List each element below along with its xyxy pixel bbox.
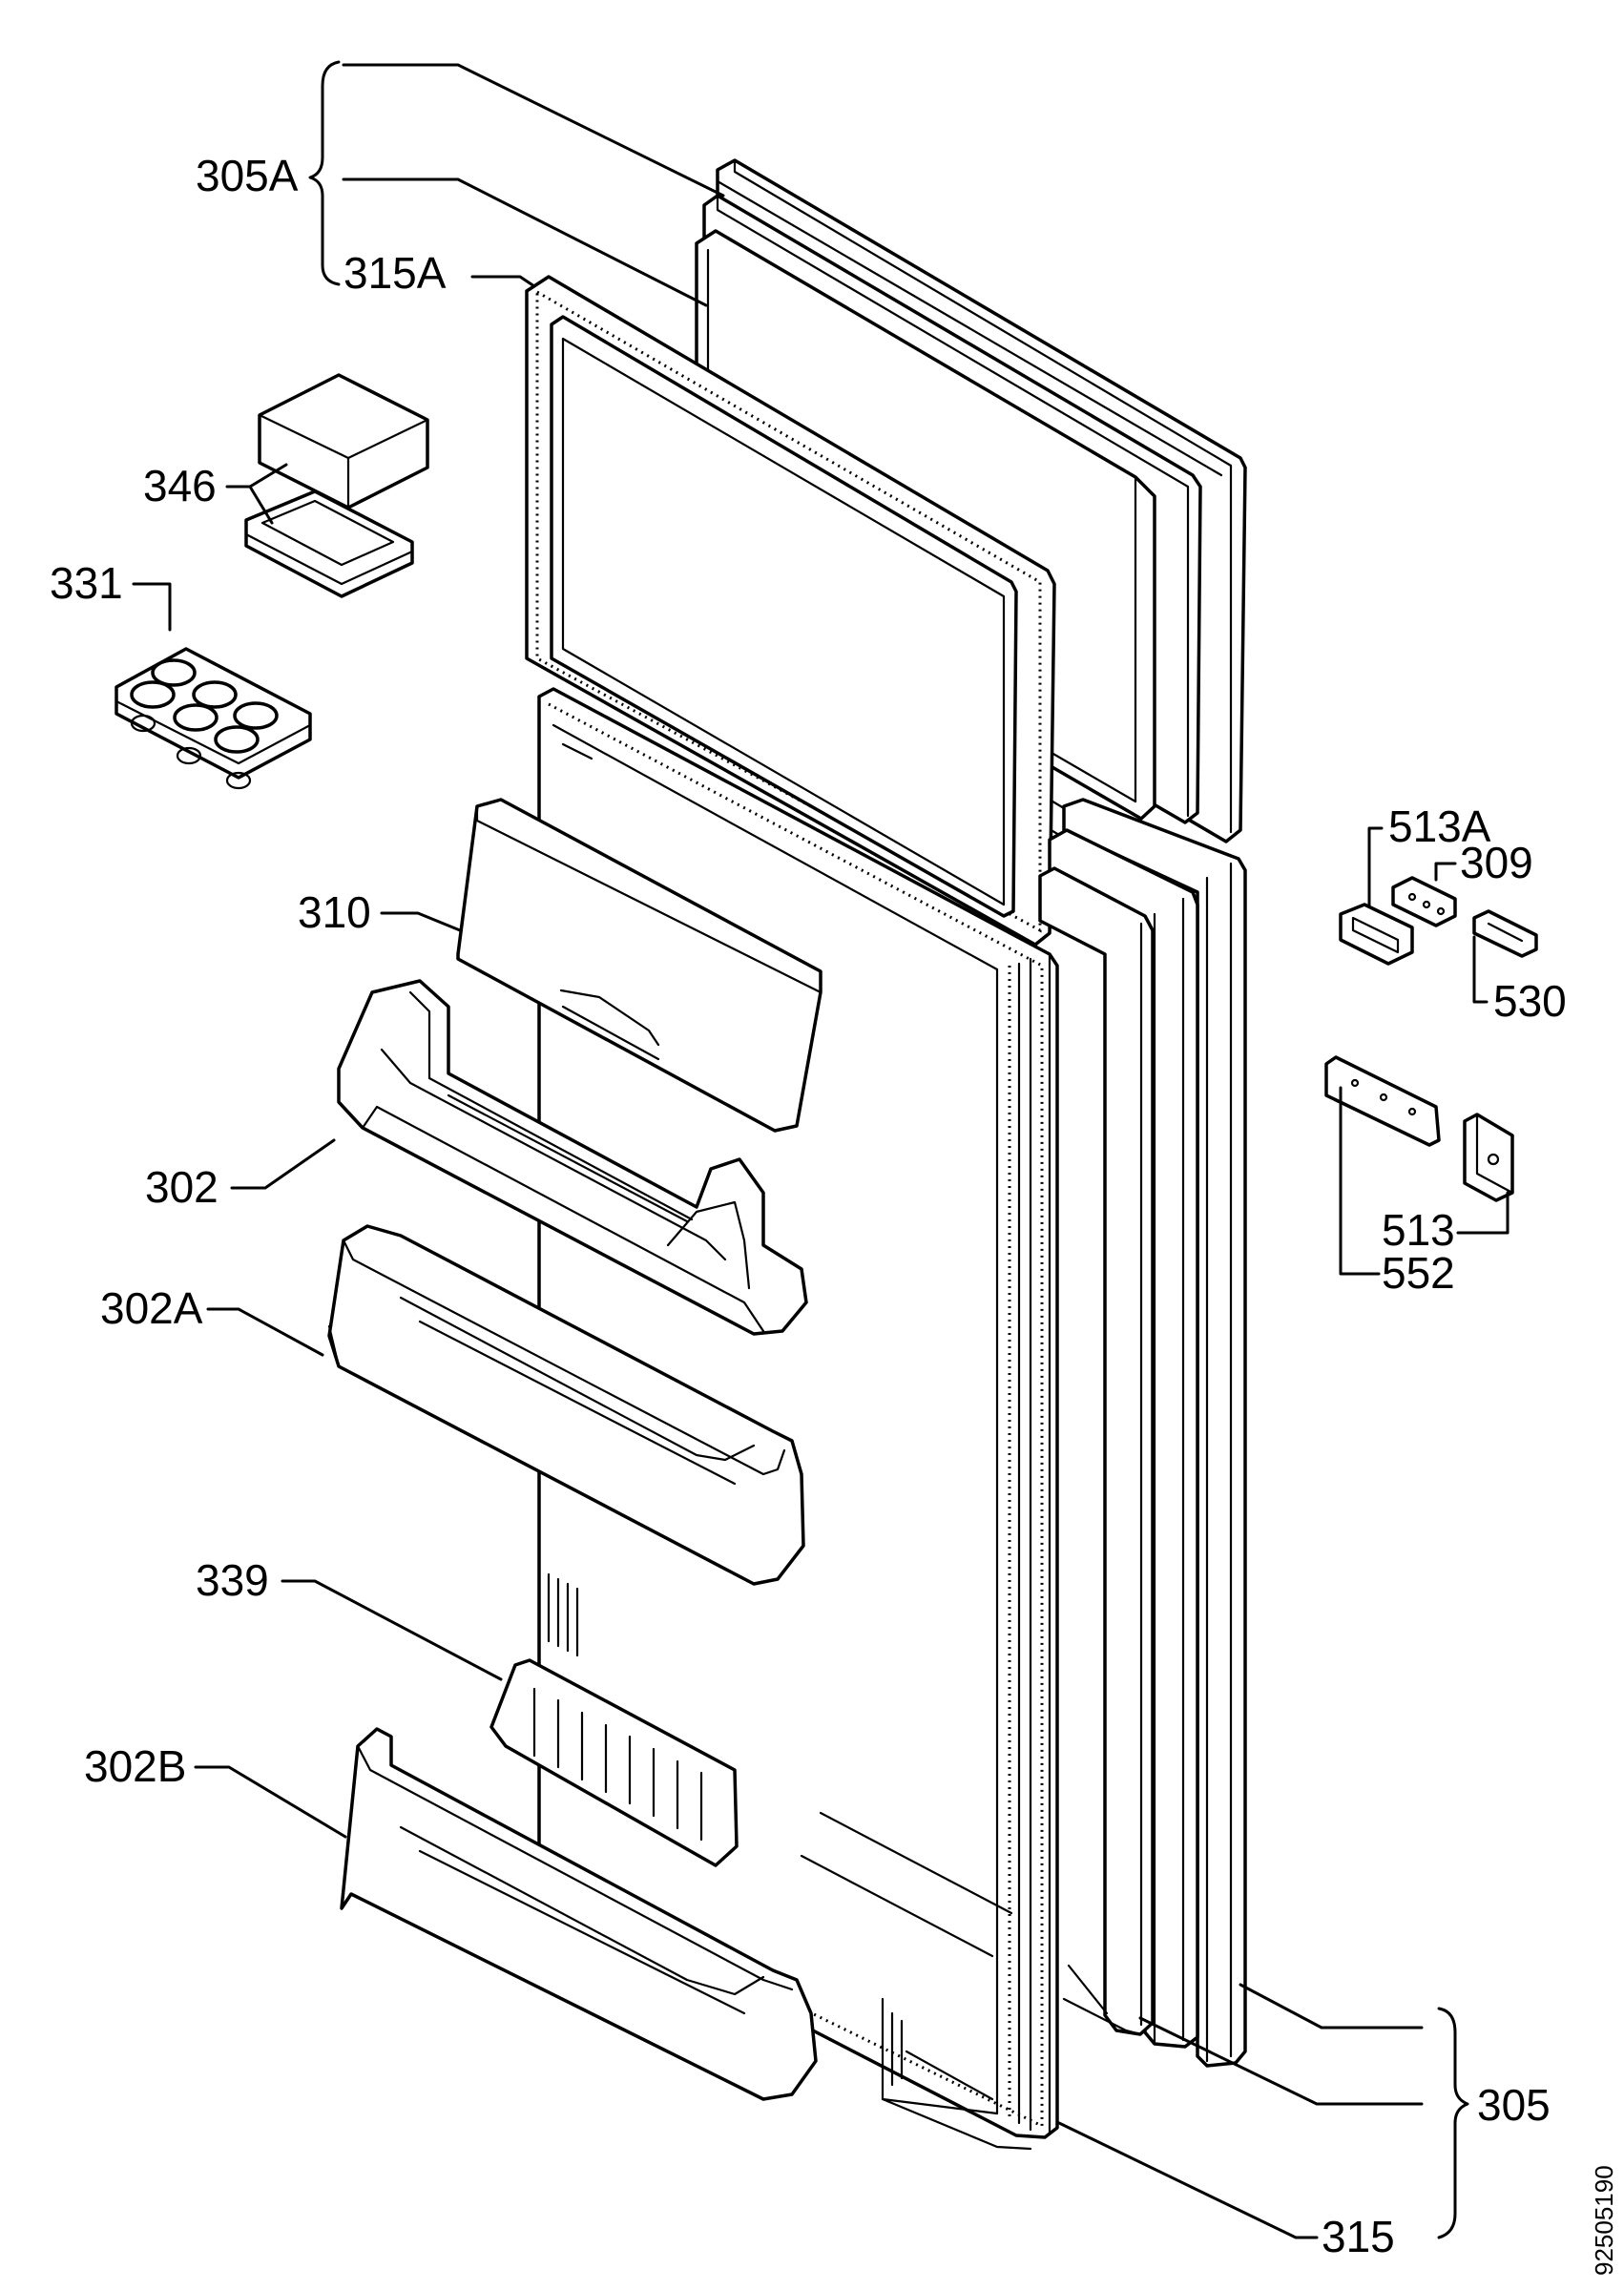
label-530: 530	[1493, 976, 1567, 1026]
part-530-clip	[1472, 909, 1538, 958]
label-302a: 302A	[100, 1283, 203, 1333]
part-labels: 305A 315A 346 331 310 302 302A 339 302B …	[50, 151, 1618, 2276]
part-309-plate	[1391, 876, 1457, 927]
part-339-divider	[489, 1572, 739, 1867]
label-302: 302	[145, 1162, 219, 1212]
drawing-number: 92505190	[1590, 2165, 1618, 2276]
label-309: 309	[1460, 838, 1533, 887]
label-305: 305	[1477, 2080, 1551, 2130]
label-315a: 315A	[344, 248, 447, 298]
part-552-plate	[1324, 1055, 1441, 1147]
part-302-bin	[337, 979, 808, 1336]
label-315: 315	[1322, 2212, 1395, 2261]
part-302b-bin	[340, 1727, 818, 2101]
label-346: 346	[143, 461, 217, 510]
label-552: 552	[1382, 1248, 1455, 1298]
label-302b: 302B	[84, 1741, 186, 1791]
fridge-door-outer	[1038, 798, 1247, 2068]
part-331-egg-tray	[115, 647, 312, 790]
part-310-flap	[456, 798, 822, 1133]
label-310: 310	[298, 887, 371, 937]
label-305a: 305A	[196, 151, 299, 200]
freezer-gasket	[525, 275, 1056, 947]
part-346-tray	[244, 489, 414, 598]
label-339: 339	[196, 1555, 269, 1605]
leader-lines	[132, 60, 1509, 2239]
part-513-hinge	[1463, 1113, 1514, 1202]
label-331: 331	[50, 558, 123, 608]
part-513a-bracket	[1339, 903, 1414, 966]
part-346-box	[258, 373, 429, 510]
part-302a-bin	[327, 1224, 805, 1586]
label-513a: 513A	[1388, 802, 1491, 851]
label-513: 513	[1382, 1205, 1455, 1255]
